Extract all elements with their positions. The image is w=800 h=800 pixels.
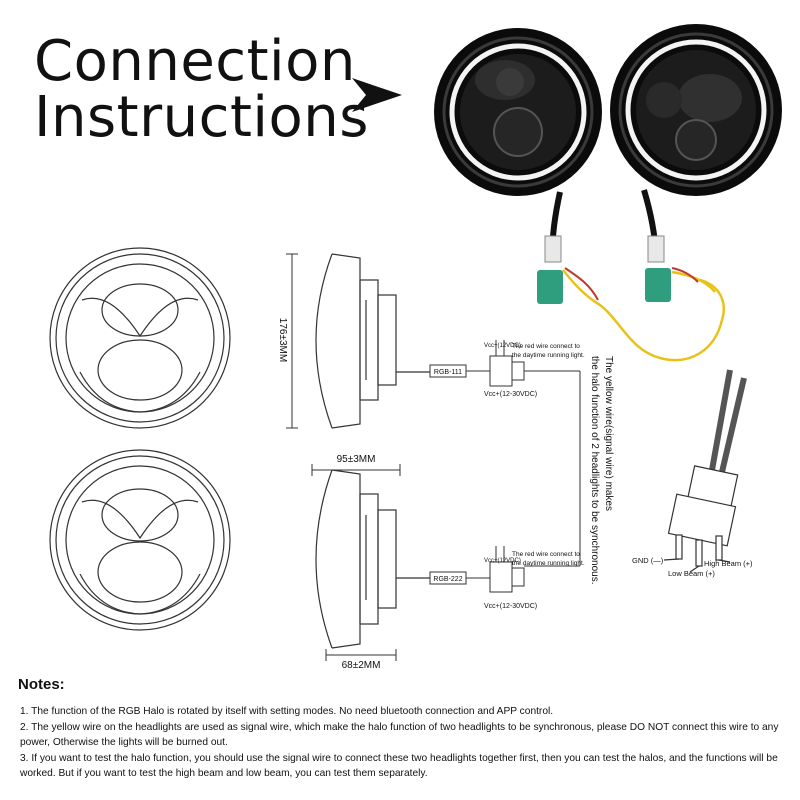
photo-wiring <box>537 189 725 362</box>
dim-height-label: 176±3MM <box>277 318 288 362</box>
headlight-front-drawing-top <box>49 247 231 429</box>
headlight-side-drawing-bottom <box>315 469 430 649</box>
headlight-front-drawing-bottom <box>49 449 231 631</box>
headlight-photo-left <box>434 28 602 196</box>
note-item: 1. The function of the RGB Halo is rotat… <box>20 706 554 717</box>
plug-label-high: High Beam (+) <box>704 559 753 568</box>
dim-depth-label: 95±3MM <box>337 454 376 465</box>
note-item: 2. The yellow wire on the headlights are… <box>20 721 779 749</box>
connector-tag-bottom: RGB-222 <box>433 576 462 583</box>
notes-heading: Notes: <box>18 676 65 693</box>
title-line-1: Connection <box>34 29 356 94</box>
vcc-bottom: Vcc+(12-30VDC) <box>484 603 537 610</box>
red-wire-note-top-1: The red wire connect to <box>512 343 580 350</box>
yellow-wire-note-2: the halo function of 2 headlights to be … <box>589 356 600 585</box>
h4-plug-drawing <box>663 369 747 573</box>
vcc-small-top: Vcc+(12VDC) <box>484 343 521 349</box>
yellow-wire-note-1: The yellow wire(signal wire) makes <box>603 356 614 511</box>
title-line-2: Instructions <box>34 85 369 150</box>
page-title: Connection Instructions <box>34 34 369 146</box>
arrow-icon <box>352 78 402 112</box>
dimension-lines <box>286 253 401 661</box>
connector-tag-top: RGB-111 <box>434 369 462 376</box>
red-wire-note-bottom-2: the daytime running light. <box>512 560 585 567</box>
dim-base-label: 68±2MM <box>342 660 381 671</box>
vcc-top: Vcc+(12-30VDC) <box>484 391 537 398</box>
vcc-small-bottom: Vcc+(12VDC) <box>484 558 521 564</box>
notes-list: 1. The function of the RGB Halo is rotat… <box>20 704 790 782</box>
connector-schematic-top <box>429 340 580 387</box>
note-item: 3. If you want to test the halo function… <box>20 752 778 780</box>
headlight-side-drawing-top <box>315 253 430 429</box>
red-wire-note-top-2: the daytime running light. <box>512 352 585 359</box>
plug-label-low: Low Beam (+) <box>668 569 715 578</box>
connector-schematic-bottom <box>429 546 580 593</box>
headlight-photo-right <box>610 24 782 196</box>
red-wire-note-bottom-1: The red wire connect to <box>512 551 580 558</box>
plug-label-gnd: GND (—) <box>632 556 664 565</box>
